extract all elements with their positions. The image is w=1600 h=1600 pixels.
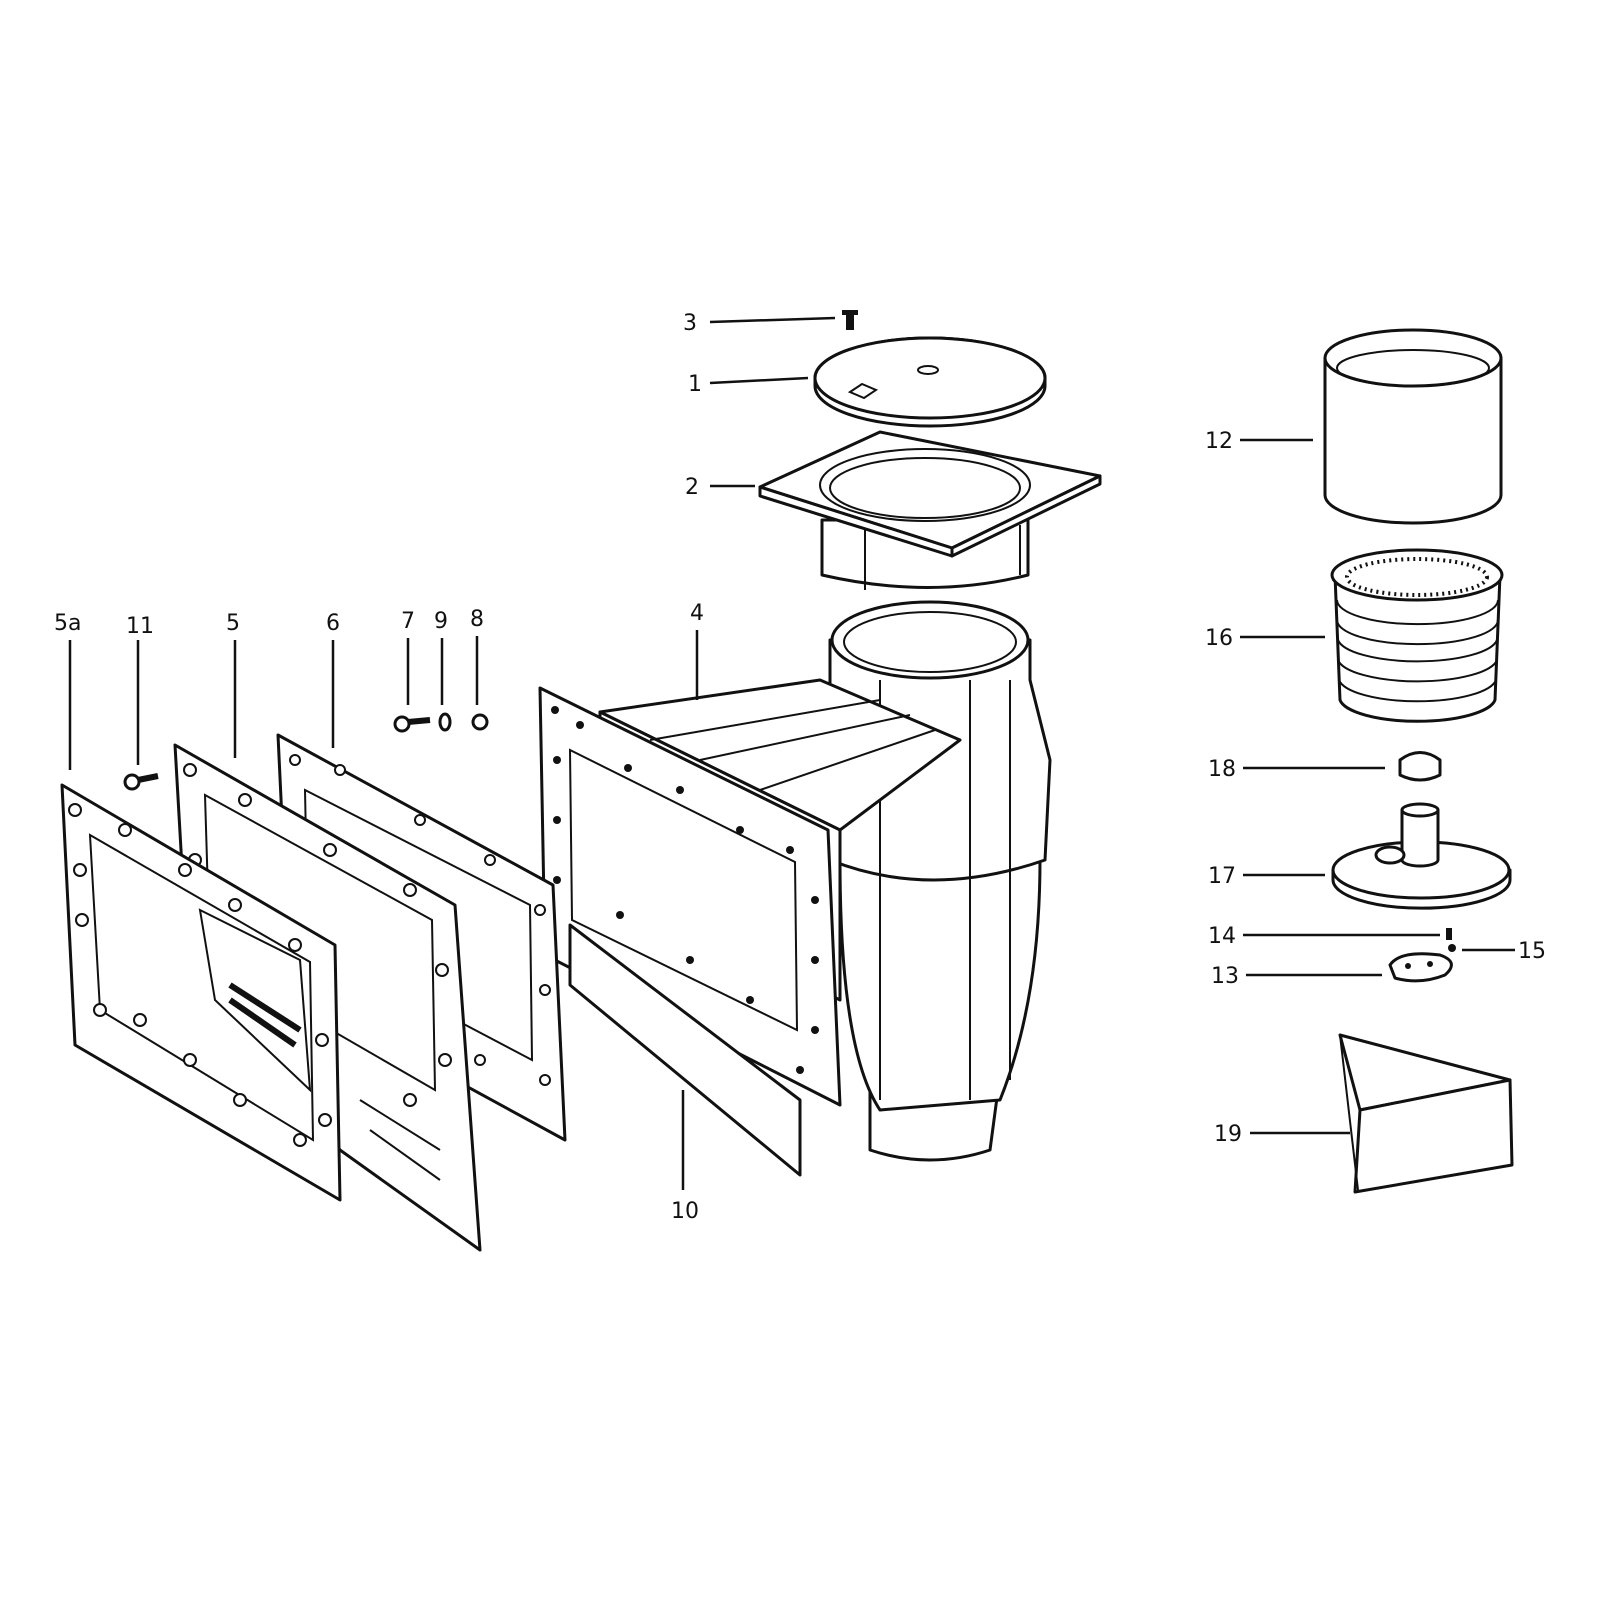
part-14-screw [1446,928,1452,940]
leader-lines [68,316,1515,1190]
part-16-basket [1330,548,1504,723]
label-16: 16 [1205,626,1233,651]
part-13-plate [1388,952,1453,983]
label-11: 11 [126,614,154,639]
label-1: 1 [688,372,702,397]
label-18: 18 [1208,757,1236,782]
part-17-vacuum-plate [1331,802,1512,910]
part-1-lid [813,336,1047,428]
part-12-cylinder [1323,328,1503,525]
part-15-washer [1448,944,1456,952]
part-5a-faceplate [60,783,342,1202]
label-13: 13 [1211,964,1239,989]
label-9: 9 [434,609,448,634]
label-4: 4 [690,601,704,626]
part-3-screw [842,310,858,330]
label-10: 10 [671,1199,699,1224]
part-18-cap [1398,751,1442,782]
label-3: 3 [683,311,697,336]
label-5a: 5a [54,611,81,636]
label-5: 5 [226,611,240,636]
label-7: 7 [401,609,415,634]
label-15: 15 [1518,939,1546,964]
label-19: 19 [1214,1122,1242,1147]
part-8-nut [471,713,489,731]
part-19-weir [1338,1033,1514,1194]
label-8: 8 [470,607,484,632]
part-4-skimmer-body [538,600,1052,1162]
label-6: 6 [326,611,340,636]
label-17: 17 [1208,864,1236,889]
part-9-washer [438,712,452,732]
part-2-collar [758,430,1102,590]
label-12: 12 [1205,429,1233,454]
label-2: 2 [685,475,699,500]
part-7-screw [393,715,431,733]
part-11-screw [123,773,159,791]
label-14: 14 [1208,924,1236,949]
part-10-strip [568,923,802,1177]
